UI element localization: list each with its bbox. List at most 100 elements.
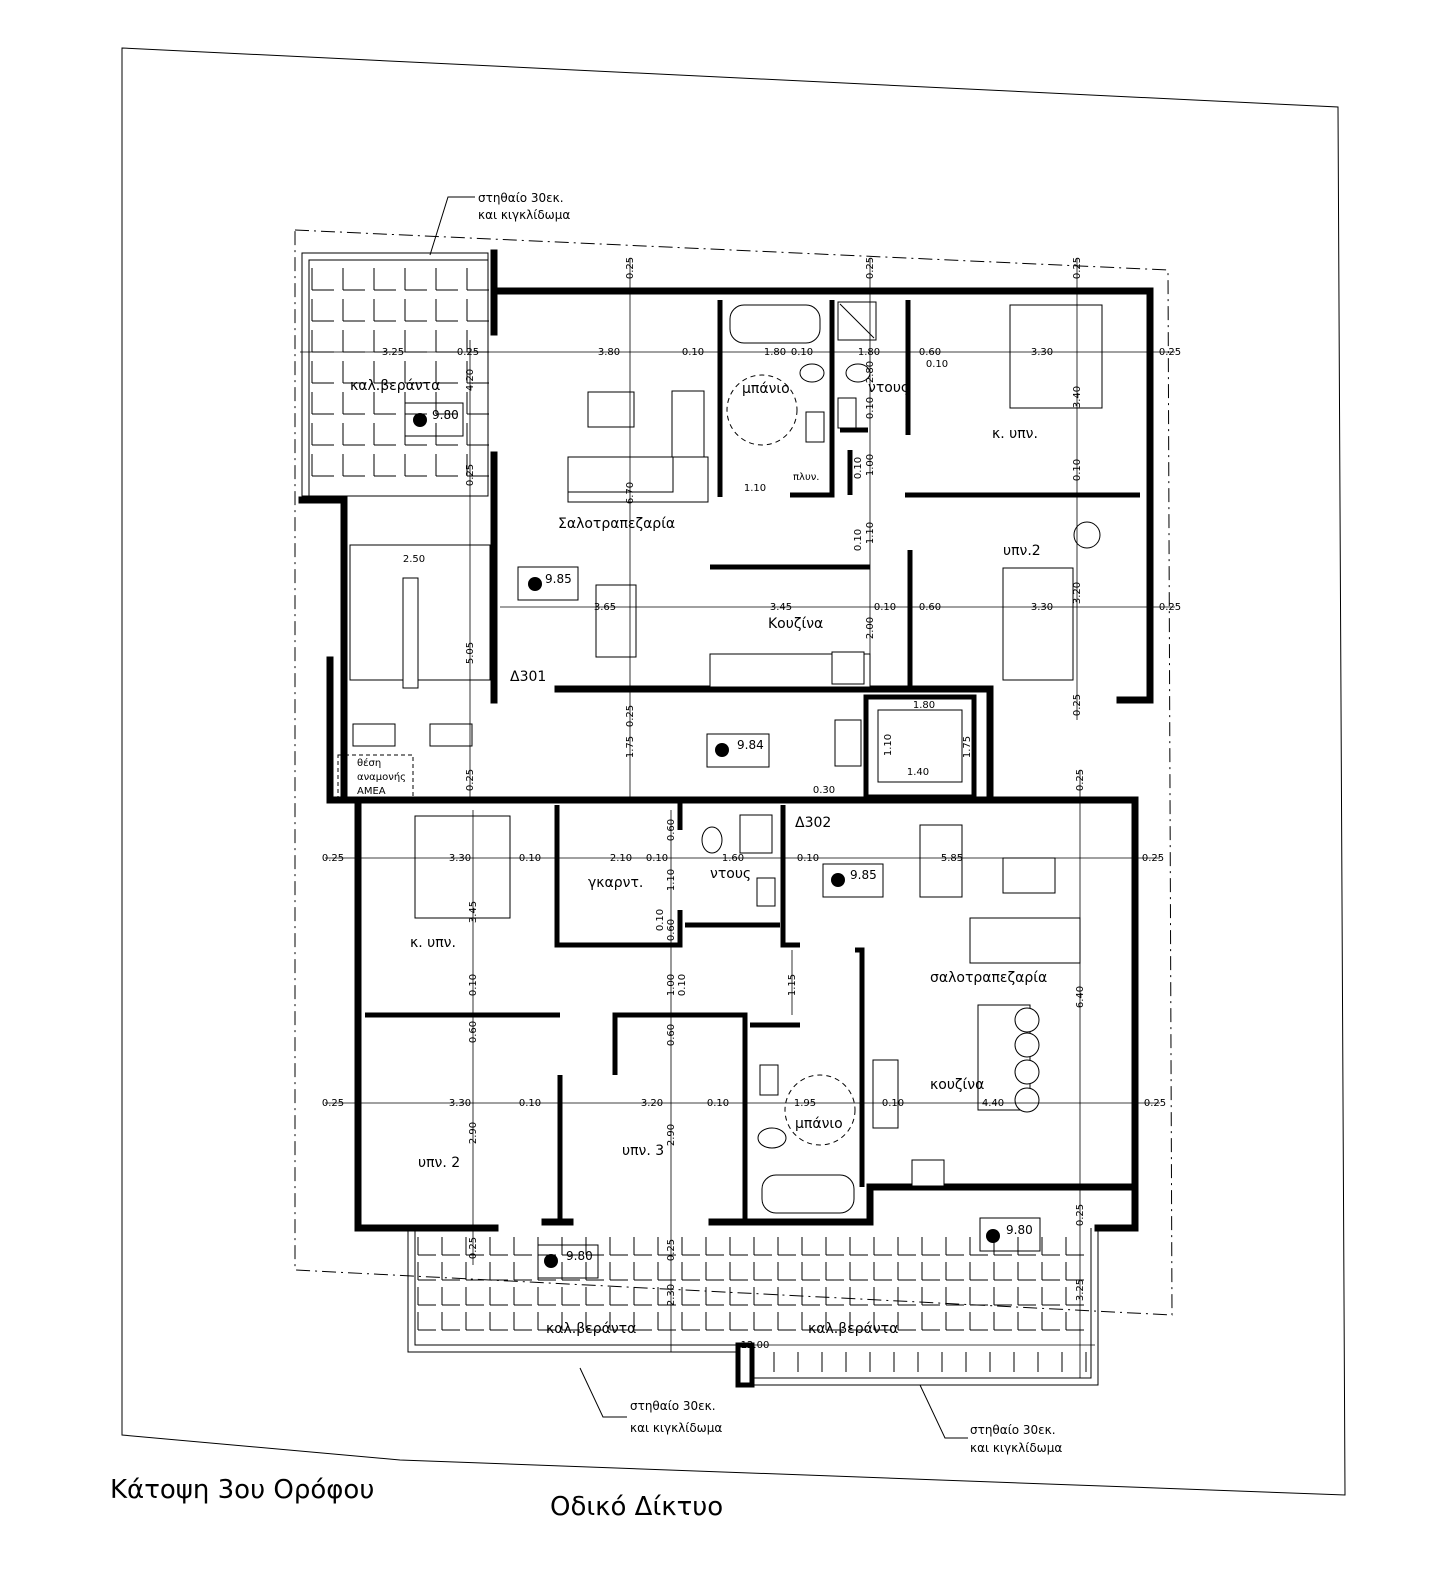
dimension-label: 1.80 [764,347,786,358]
dimension-label: 0.10 [853,529,864,551]
dimension-label: 2.00 [865,617,876,639]
dimension-label: 2.10 [610,853,632,864]
dimension-label: 0.10 [791,347,813,358]
dimension-label: 2.80 [865,361,876,383]
dimension-label: 3.30 [449,1098,471,1109]
dimension-label: 3.65 [594,602,616,613]
room-labels: καλ.βεράντα 9.80 Σαλοτραπεζαρία 9.85 μπά… [350,378,1047,1337]
dimension-label: 12.00 [741,1340,770,1351]
label-terrace-left: καλ.βεράντα [546,1321,636,1337]
dimension-label: 0.25 [1144,1098,1166,1109]
level-living-lower: 9.85 [850,868,877,882]
dimension-label: 0.25 [322,1098,344,1109]
dimension-label: 1.15 [787,974,798,996]
parapet-note-bottom-2: και κιγκλίδωμα [630,1421,722,1435]
dimension-label: 2.30 [666,1284,677,1306]
dimension-label: 0.10 [797,853,819,864]
dimension-label: 0.25 [1075,1204,1086,1226]
dimension-label: 0.60 [666,1024,677,1046]
column [735,1342,755,1388]
leader-bottom-1 [579,1367,627,1418]
dimension-label: 1.60 [722,853,744,864]
dimension-label: 0.25 [666,1239,677,1261]
dimension-label: 0.60 [666,819,677,841]
dimension-label: 1.80 [858,347,880,358]
dimension-label: 3.30 [1031,602,1053,613]
dimension-label: 2.90 [666,1124,677,1146]
dimension-label: 5.05 [465,642,476,664]
parapet-note-bottom-1: στηθαίο 30εκ. [630,1399,716,1413]
dimension-label: 0.25 [322,853,344,864]
dimension-label: 1.95 [794,1098,816,1109]
dimension-label: 0.25 [465,464,476,486]
dimension-label: 3.30 [449,853,471,864]
building-line [294,229,1173,1316]
dimension-label: 1.80 [913,700,935,711]
dimension-label: 0.25 [865,257,876,279]
dimension-label: 0.25 [1072,694,1083,716]
label-wheelchair-1: θέση [357,757,381,769]
dimension-label: 1.10 [865,522,876,544]
terrace-parapet-top [301,252,489,497]
dimension-label: 0.10 [874,602,896,613]
dimension-label: 0.30 [813,785,835,796]
label-master-bed-lower: κ. υπν. [410,935,456,951]
parapet-note-top-1: στηθαίο 30εκ. [478,191,564,205]
dimension-label: 6.70 [625,482,636,504]
label-laundry: πλυν. [793,472,820,483]
dimension-label: 0.10 [926,359,948,370]
parapet-note-top-2: και κιγκλίδωμα [478,208,570,222]
dimension-label: 0.25 [1072,257,1083,279]
leader-bottom-2 [919,1384,968,1439]
label-living-lower: σαλοτραπεζαρία [930,970,1047,986]
dimension-label: 5.85 [941,853,963,864]
dimension-label: 0.10 [853,457,864,479]
dimension-label: 1.75 [962,736,973,758]
dimension-label: 0.25 [1075,769,1086,791]
label-kitchen-lower: κουζίνα [930,1077,984,1093]
leader-top [429,196,475,256]
label-bath-lower: μπάνιο [795,1116,843,1132]
dimension-label: 0.10 [707,1098,729,1109]
level-terrace-right: 9.80 [1006,1223,1033,1237]
road-label: Οδικό Δίκτυο [550,1492,723,1522]
dimension-label: 0.60 [666,919,677,941]
dimension-label: 6.40 [1075,986,1086,1008]
dimension-label: 0.25 [457,347,479,358]
parapet-note-right-2: και κιγκλίδωμα [970,1441,1062,1455]
dimension-label: 4.20 [465,369,476,391]
level-corridor: 9.84 [737,738,764,752]
label-bath-upper: μπάνιο [742,381,790,397]
label-shower-lower: ντους [710,866,751,882]
dimension-label: 0.25 [465,769,476,791]
label-living-upper: Σαλοτραπεζαρία [558,516,675,532]
label-terrace-right: καλ.βεράντα [808,1321,898,1337]
dimension-label: 1.10 [666,869,677,891]
label-bed3-lower: υπν. 3 [622,1143,664,1159]
dimension-label: 0.25 [625,257,636,279]
dimension-label: 3.45 [770,602,792,613]
notes: στηθαίο 30εκ. και κιγκλίδωμα στηθαίο 30ε… [478,191,1062,1455]
level-living-upper: 9.85 [545,572,572,586]
label-wheelchair-2: αναμονής [357,771,406,783]
dimension-label: 0.10 [646,853,668,864]
level-markers [404,402,1041,1279]
label-bed2-upper: υπν.2 [1003,543,1041,559]
dimension-label: 3.25 [382,347,404,358]
dimension-label: 0.60 [919,347,941,358]
dimension-label: 0.60 [468,1021,479,1043]
dimension-label: 1.40 [907,767,929,778]
dimension-label: 1.00 [865,454,876,476]
dimension-label: 2.90 [468,1122,479,1144]
label-bed2-lower: υπν. 2 [418,1155,460,1171]
dimension-label: 0.10 [882,1098,904,1109]
label-wardrobe: γκαρντ. [588,875,643,891]
level-terrace-top: 9.80 [432,408,459,422]
dimension-label: 0.10 [655,909,666,931]
dimension-label: 3.20 [1072,582,1083,604]
dimension-label: 1.10 [883,734,894,756]
dimension-label: 1.10 [744,483,766,494]
interior-walls [365,300,1140,1225]
